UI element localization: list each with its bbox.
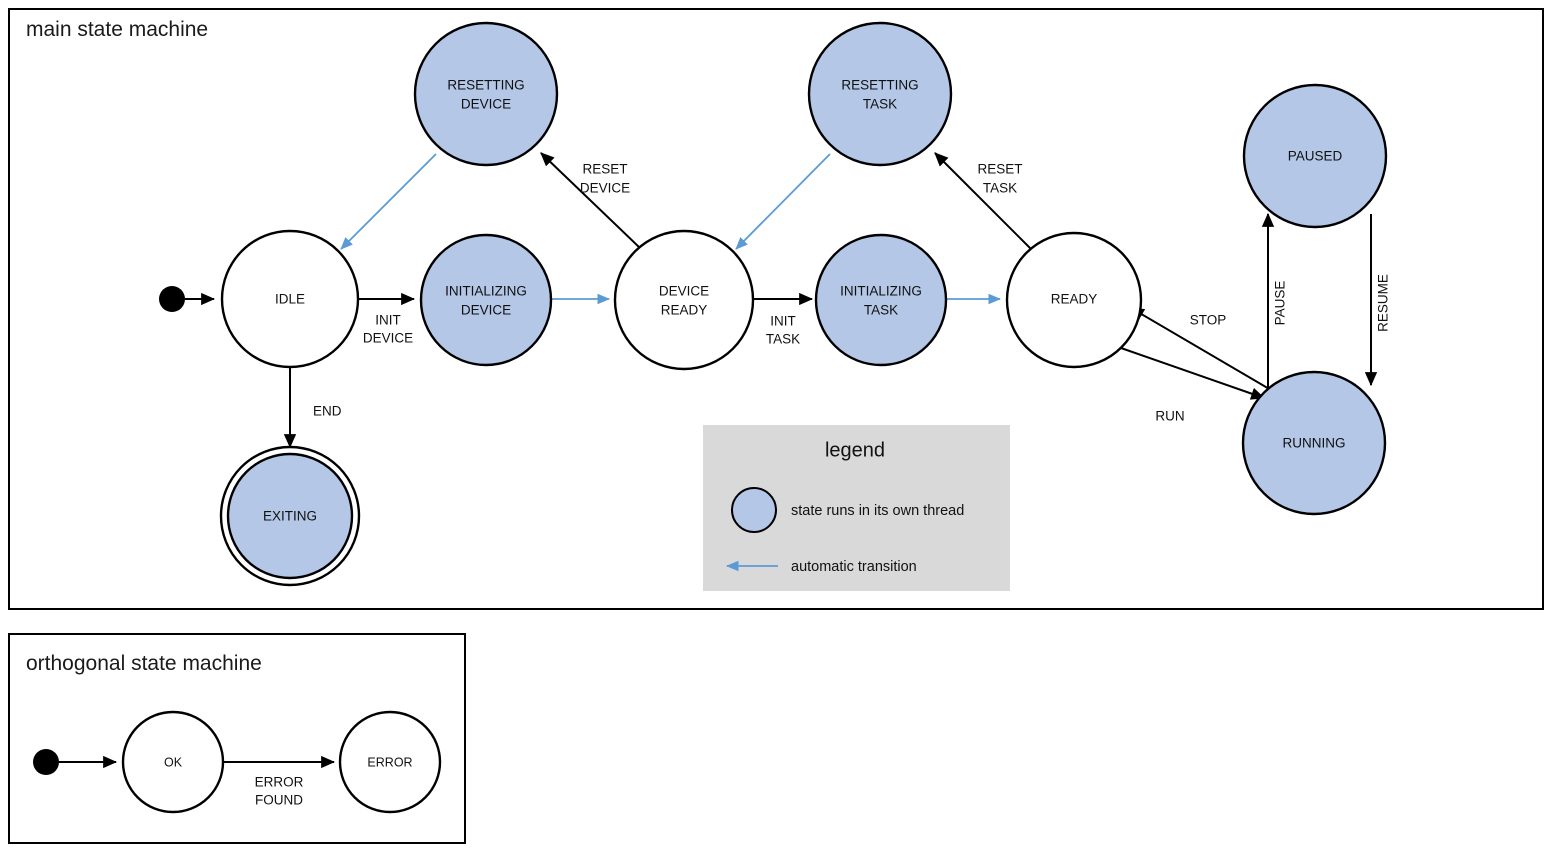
state-label-ready: READY bbox=[1051, 292, 1098, 307]
state-node-initializing-device[interactable]: INITIALIZING DEVICE bbox=[419, 233, 553, 367]
state-circle-error[interactable] bbox=[338, 710, 442, 814]
state-label-device-ready-line2: READY bbox=[661, 303, 708, 318]
state-circle-paused[interactable] bbox=[1242, 83, 1388, 229]
state-label-exiting: EXITING bbox=[263, 509, 317, 524]
state-node-paused[interactable]: PAUSED bbox=[1242, 83, 1388, 229]
state-label-ok: OK bbox=[164, 755, 183, 769]
state-node-idle[interactable]: IDLE bbox=[220, 229, 360, 369]
state-circle-ok[interactable] bbox=[121, 710, 225, 814]
state-node-error[interactable]: ERROR bbox=[338, 710, 442, 814]
edge-label-init-task-line2: TASK bbox=[766, 332, 800, 347]
state-circle-running[interactable] bbox=[1241, 370, 1387, 516]
state-label-resetting-device-line1: RESETTING bbox=[447, 78, 524, 93]
legend-title: legend bbox=[825, 439, 885, 461]
edge-label-reset-task-line1: RESET bbox=[977, 162, 1022, 177]
initial-state-dot bbox=[159, 286, 185, 312]
state-circle-initializing-device[interactable] bbox=[419, 233, 553, 367]
state-label-error: ERROR bbox=[367, 755, 412, 769]
state-label-resetting-task-line2: TASK bbox=[863, 97, 897, 112]
legend-panel: legend state runs in its own thread auto… bbox=[703, 425, 1010, 591]
legend-threaded-state-label: state runs in its own thread bbox=[791, 503, 964, 519]
edge-label-reset-task-line2: TASK bbox=[983, 181, 1017, 196]
edge-label-init-task-line1: INIT bbox=[770, 314, 796, 329]
state-label-idle: IDLE bbox=[275, 292, 305, 307]
edge-label-end: END bbox=[313, 404, 342, 419]
state-label-initializing-task-line1: INITIALIZING bbox=[840, 284, 922, 299]
state-node-ready[interactable]: READY bbox=[1005, 231, 1143, 369]
state-label-initializing-device-line2: DEVICE bbox=[461, 303, 511, 318]
edge-label-error-found-line1: ERROR bbox=[255, 775, 304, 790]
edge-device-ready-to-resetting-device bbox=[540, 152, 641, 249]
edge-running-to-ready bbox=[1130, 307, 1272, 391]
legend-threaded-state-swatch bbox=[731, 487, 777, 533]
edge-label-init-device-line1: INIT bbox=[375, 313, 401, 328]
legend-auto-transition-label: automatic transition bbox=[791, 559, 917, 575]
state-node-exiting[interactable]: EXITING bbox=[219, 445, 361, 587]
state-circle-device-ready[interactable] bbox=[613, 229, 755, 371]
state-circle-initializing-task[interactable] bbox=[814, 233, 948, 367]
state-label-device-ready-line1: DEVICE bbox=[659, 284, 709, 299]
main-state-machine-title: main state machine bbox=[26, 18, 208, 41]
state-label-initializing-task-line2: TASK bbox=[864, 303, 898, 318]
state-node-resetting-task[interactable]: RESETTING TASK bbox=[807, 21, 953, 167]
edge-resetting-device-to-idle bbox=[340, 153, 437, 250]
state-label-paused: PAUSED bbox=[1288, 149, 1343, 164]
state-node-resetting-device[interactable]: RESETTING DEVICE bbox=[413, 21, 559, 167]
state-node-device-ready[interactable]: DEVICE READY bbox=[613, 229, 755, 371]
state-label-running: RUNNING bbox=[1283, 436, 1346, 451]
edge-label-init-device-line2: DEVICE bbox=[363, 331, 413, 346]
state-node-ok[interactable]: OK bbox=[121, 710, 225, 814]
edge-label-error-found-line2: FOUND bbox=[255, 793, 303, 808]
edge-label-stop: STOP bbox=[1190, 313, 1227, 328]
state-label-resetting-task-line1: RESETTING bbox=[841, 78, 918, 93]
edge-label-pause: PAUSE bbox=[1273, 281, 1288, 326]
edge-label-resume: RESUME bbox=[1376, 274, 1391, 332]
state-circle-idle[interactable] bbox=[220, 229, 360, 369]
edge-label-run: RUN bbox=[1155, 409, 1184, 424]
orthogonal-initial-state-dot bbox=[33, 749, 59, 775]
edge-resetting-task-to-device-ready bbox=[735, 153, 831, 250]
state-label-initializing-device-line1: INITIALIZING bbox=[445, 284, 527, 299]
state-circle-exiting[interactable] bbox=[226, 452, 354, 580]
state-node-running[interactable]: RUNNING bbox=[1241, 370, 1387, 516]
edge-ready-to-resetting-task bbox=[934, 152, 1032, 250]
edge-label-reset-device-line1: RESET bbox=[582, 162, 627, 177]
state-circle-resetting-task[interactable] bbox=[807, 21, 953, 167]
state-circle-resetting-device[interactable] bbox=[413, 21, 559, 167]
state-circle-ready[interactable] bbox=[1005, 231, 1143, 369]
edge-ready-to-running bbox=[1120, 347, 1266, 400]
orthogonal-state-machine-title: orthogonal state machine bbox=[26, 652, 262, 675]
edge-label-reset-device-line2: DEVICE bbox=[580, 181, 630, 196]
state-label-resetting-device-line2: DEVICE bbox=[461, 97, 511, 112]
state-final-ring-exiting bbox=[219, 445, 361, 587]
state-node-initializing-task[interactable]: INITIALIZING TASK bbox=[814, 233, 948, 367]
